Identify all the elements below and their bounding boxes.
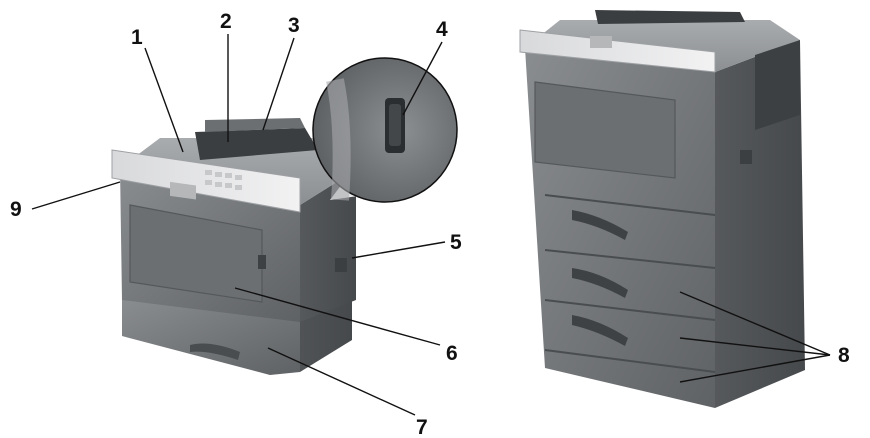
leader-7 — [267, 347, 416, 416]
callout-labels: 1 2 3 4 5 6 7 8 9 — [10, 10, 850, 438]
leader-3 — [262, 37, 295, 131]
leader-8a — [679, 291, 831, 356]
printer-side — [300, 170, 356, 322]
mp-feeder-door — [129, 204, 263, 303]
leader-lines — [31, 34, 831, 416]
callout-8: 8 — [838, 344, 850, 367]
callout-7: 7 — [416, 416, 428, 438]
callout-4: 4 — [436, 18, 448, 41]
leader-6 — [234, 287, 441, 346]
leader-4 — [402, 41, 443, 116]
callout-2: 2 — [220, 10, 232, 33]
leader-5 — [351, 241, 446, 259]
leader-1 — [144, 47, 184, 153]
callout-6: 6 — [446, 342, 458, 365]
leader-9 — [31, 181, 121, 210]
right-control-panel — [519, 29, 716, 73]
callout-5: 5 — [450, 231, 462, 254]
leader-8b — [679, 337, 831, 356]
zoom-detail — [312, 57, 458, 203]
printer-left — [111, 118, 356, 375]
output-bin — [195, 128, 318, 160]
leader-8c — [679, 354, 831, 383]
callout-3: 3 — [288, 14, 300, 37]
printer-right — [519, 10, 805, 408]
tray-base — [122, 300, 300, 375]
callout-1: 1 — [131, 26, 143, 49]
callout-9: 9 — [10, 198, 22, 221]
